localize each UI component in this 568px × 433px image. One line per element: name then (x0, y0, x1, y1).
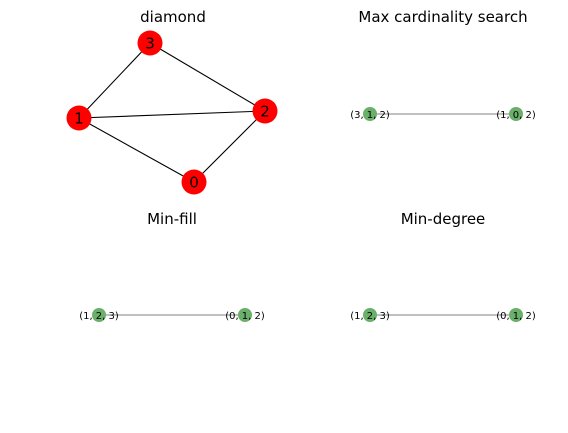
node-2: 2 (252, 98, 278, 124)
node-mindegree-2-label: (0, 1, 2) (496, 311, 536, 322)
node-mcs-2-label: (1, 0, 2) (496, 110, 536, 121)
panel-title-minfill: Min-fill (147, 210, 197, 228)
panel-min-fill: Min-fill (1, 2, 3) (0, 1, 2) (79, 210, 265, 322)
node-2-circle (252, 98, 278, 124)
edge-0-2 (193, 110, 266, 183)
edge-1-0 (78, 117, 195, 183)
node-3-label: 3 (145, 35, 155, 53)
node-minfill-2-circle (238, 308, 252, 322)
node-mindegree-1-circle (363, 308, 377, 322)
panel-min-degree: Min-degree (1, 2, 3) (0, 1, 2) (350, 210, 536, 322)
node-1-circle (66, 105, 92, 131)
node-mindegree-1-label: (1, 2, 3) (350, 311, 390, 322)
node-0: 0 (181, 169, 207, 195)
node-mindegree-2-circle (509, 308, 523, 322)
node-2-label: 2 (260, 103, 270, 121)
node-3-circle (137, 30, 163, 56)
node-0-circle (181, 169, 207, 195)
node-3: 3 (137, 30, 163, 56)
panel-title-mcs: Max cardinality search (358, 8, 527, 26)
node-mcs-1-circle (363, 107, 377, 121)
edge-3-1 (78, 42, 151, 119)
node-mcs-1-label: (3, 1, 2) (350, 110, 390, 121)
edge-3-2 (149, 42, 266, 112)
node-1: 1 (66, 105, 92, 131)
node-mcs-2-circle (509, 107, 523, 121)
panel-title-mindegree: Min-degree (401, 210, 486, 228)
panel-diamond: diamond 3 1 2 0 (66, 8, 278, 195)
panel-max-cardinality-search: Max cardinality search (3, 1, 2) (1, 0, … (350, 8, 536, 121)
node-minfill-1-label: (1, 2, 3) (79, 311, 119, 322)
node-minfill-2-label: (0, 1, 2) (225, 311, 265, 322)
node-minfill-1-circle (92, 308, 106, 322)
node-1-label: 1 (74, 110, 84, 128)
edge-1-2 (78, 110, 266, 119)
panel-title-diamond: diamond (140, 8, 206, 26)
node-0-label: 0 (189, 174, 199, 192)
